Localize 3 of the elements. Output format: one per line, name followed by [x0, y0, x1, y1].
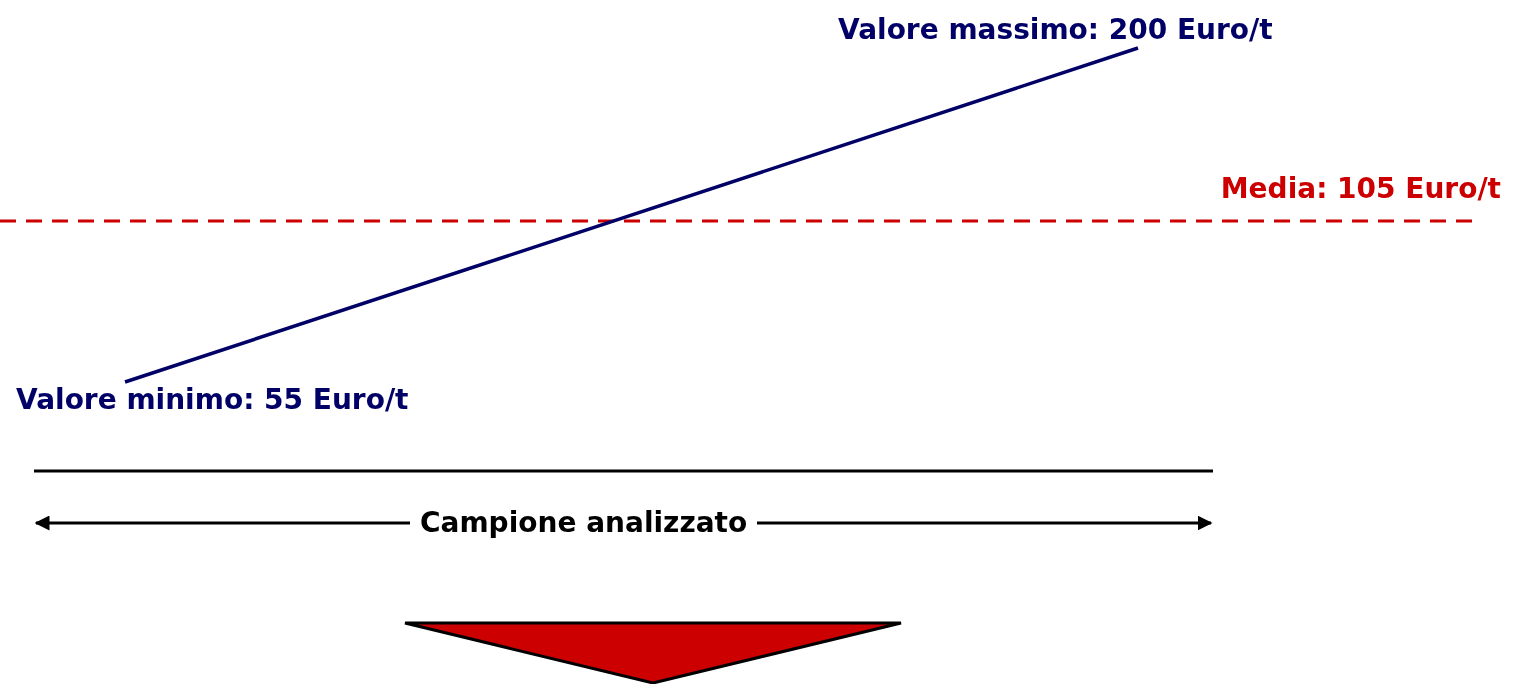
value-label: Valore massimo: 200 Euro/t — [838, 12, 1273, 48]
range-line — [124, 46, 1139, 384]
value-label: Valore minimo: 55 Euro/t — [16, 382, 409, 418]
